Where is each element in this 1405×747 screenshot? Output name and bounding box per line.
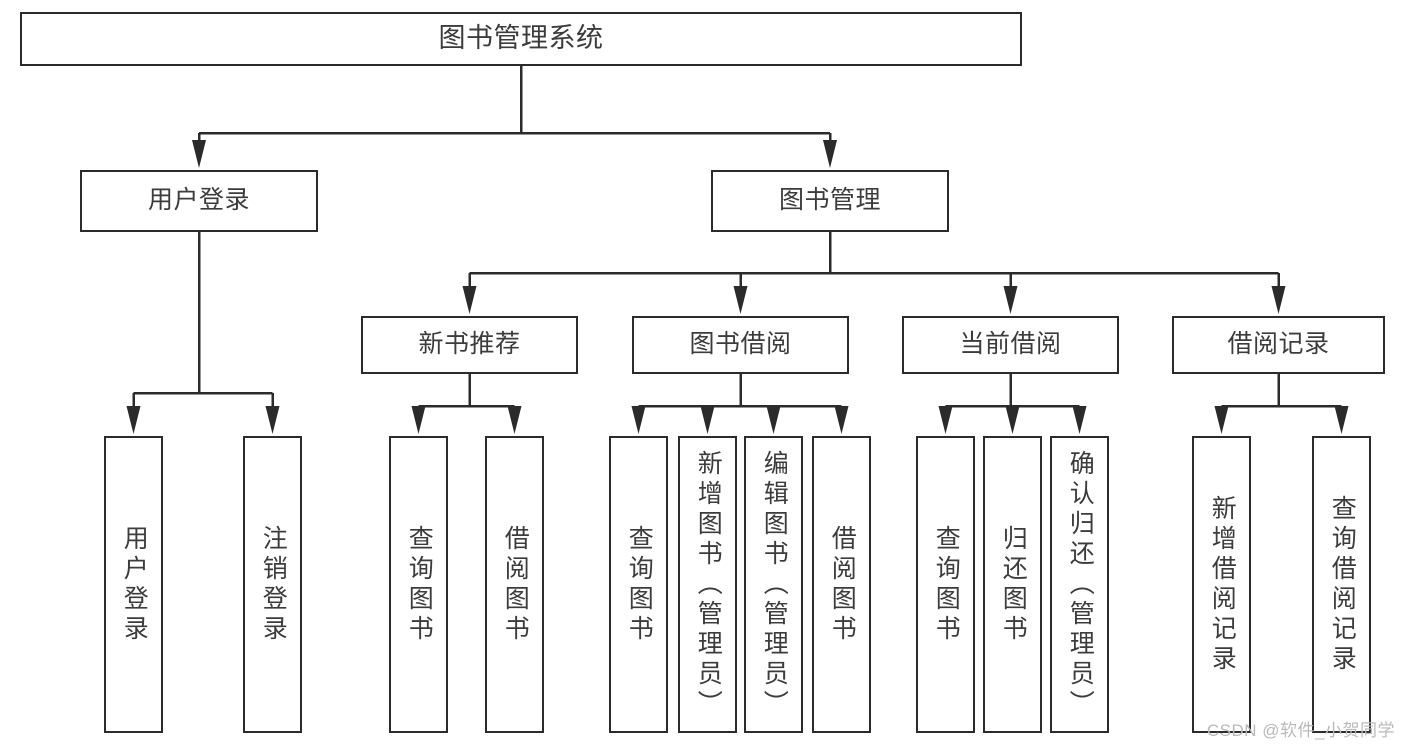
- node-label-leaf-cur-query: 查询图书: [932, 524, 961, 645]
- arrow-head-leaf-cur-confirm: [1072, 406, 1087, 434]
- arrow-head-leaf-bk-edit: [766, 406, 781, 434]
- arrow-head-l3-record: [1271, 286, 1286, 314]
- node-label-l3-new: 新书推荐: [418, 330, 521, 359]
- node-label-leaf-cur-confirm: 确认归还（管理员）: [1066, 449, 1095, 720]
- node-root[interactable]: 图书管理系统: [20, 12, 1022, 66]
- arrow-head-leaf-bk-query: [631, 406, 646, 434]
- node-l3-record[interactable]: 借阅记录: [1172, 316, 1385, 374]
- arrow-head-leaf-bk-add: [700, 406, 715, 434]
- node-leaf-bk-add[interactable]: 新增图书（管理员）: [678, 436, 737, 733]
- arrow-head-leaf-rec-query: [1334, 406, 1349, 434]
- node-l2-books[interactable]: 图书管理: [711, 170, 949, 232]
- arrow-head-l3-current: [1003, 286, 1018, 314]
- node-label-l3-record: 借阅记录: [1227, 330, 1330, 359]
- node-label-leaf-bk-edit: 编辑图书（管理员）: [760, 449, 789, 720]
- node-label-l2-login: 用户登录: [147, 186, 250, 215]
- node-leaf-new-query[interactable]: 查询图书: [389, 436, 448, 733]
- node-l3-new[interactable]: 新书推荐: [361, 316, 578, 374]
- node-l3-borrow[interactable]: 图书借阅: [632, 316, 849, 374]
- node-label-leaf-cur-return: 归还图书: [999, 524, 1028, 645]
- node-leaf-bk-edit[interactable]: 编辑图书（管理员）: [744, 436, 803, 733]
- node-leaf-bk-query[interactable]: 查询图书: [609, 436, 668, 733]
- arrow-head-leaf-cur-query: [938, 406, 953, 434]
- arrow-head-leaf-bk-borrow: [834, 406, 849, 434]
- node-label-leaf-bk-borrow: 借阅图书: [828, 524, 857, 645]
- watermark-text: CSDN @软件_小贺同学: [1206, 721, 1395, 740]
- node-leaf-rec-query[interactable]: 查询借阅记录: [1312, 436, 1371, 733]
- arrow-head-l2-login: [192, 140, 206, 168]
- arrow-head-leaf-user-login: [126, 406, 141, 434]
- node-label-leaf-rec-query: 查询借阅记录: [1328, 494, 1357, 675]
- node-leaf-user-login[interactable]: 用户登录: [104, 436, 163, 733]
- node-leaf-cur-query[interactable]: 查询图书: [916, 436, 975, 733]
- node-label-leaf-user-login: 用户登录: [120, 524, 149, 645]
- node-label-l3-current: 当前借阅: [959, 330, 1062, 359]
- arrow-head-leaf-cur-return: [1005, 406, 1020, 434]
- node-label-leaf-user-logout: 注销登录: [259, 524, 288, 645]
- node-leaf-rec-add[interactable]: 新增借阅记录: [1192, 436, 1251, 733]
- node-label-leaf-new-query: 查询图书: [405, 524, 434, 645]
- node-label-leaf-rec-add: 新增借阅记录: [1208, 494, 1237, 675]
- node-leaf-bk-borrow[interactable]: 借阅图书: [812, 436, 871, 733]
- node-leaf-user-logout[interactable]: 注销登录: [243, 436, 302, 733]
- node-leaf-new-borrow[interactable]: 借阅图书: [485, 436, 544, 733]
- node-leaf-cur-confirm[interactable]: 确认归还（管理员）: [1050, 436, 1109, 733]
- arrow-head-l2-books: [823, 140, 837, 168]
- arrow-head-leaf-rec-add: [1214, 406, 1229, 434]
- node-label-leaf-bk-query: 查询图书: [625, 524, 654, 645]
- node-leaf-cur-return[interactable]: 归还图书: [983, 436, 1042, 733]
- arrow-head-l3-borrow: [733, 286, 748, 314]
- node-l3-current[interactable]: 当前借阅: [902, 316, 1119, 374]
- node-label-root: 图书管理系统: [438, 23, 604, 54]
- arrow-head-l3-new: [462, 286, 477, 314]
- node-label-leaf-bk-add: 新增图书（管理员）: [694, 449, 723, 720]
- node-label-l3-borrow: 图书借阅: [689, 330, 792, 359]
- arrow-head-leaf-new-query: [411, 406, 426, 434]
- arrow-head-leaf-user-logout: [265, 406, 280, 434]
- arrow-head-leaf-new-borrow: [507, 406, 522, 434]
- node-label-l2-books: 图书管理: [778, 186, 881, 215]
- node-l2-login[interactable]: 用户登录: [80, 170, 318, 232]
- node-label-leaf-new-borrow: 借阅图书: [501, 524, 530, 645]
